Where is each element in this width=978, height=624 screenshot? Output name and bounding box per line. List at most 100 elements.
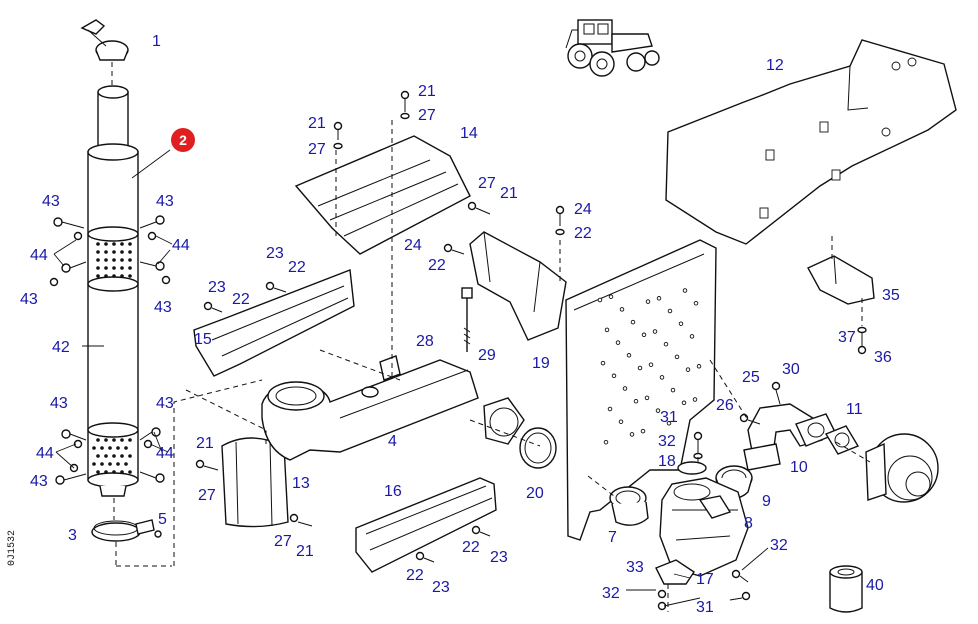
tractor-icon	[565, 19, 660, 77]
bracket-35[interactable]	[807, 255, 875, 305]
label-part-5: 5	[158, 511, 167, 528]
label-part-22: 22	[462, 539, 480, 556]
label-part-20: 20	[526, 485, 544, 502]
heat-shield-12[interactable]	[665, 39, 957, 245]
label-part-40: 40	[866, 577, 884, 594]
label-part-15: 15	[194, 331, 212, 348]
gasket-11[interactable]	[824, 425, 860, 455]
heat-shield-15[interactable]	[193, 269, 355, 377]
heat-shield-16[interactable]	[355, 477, 497, 573]
label-part-23: 23	[266, 245, 284, 262]
label-part-1: 1	[152, 33, 161, 50]
label-part-43: 43	[156, 395, 174, 412]
label-part-29: 29	[478, 347, 496, 364]
label-part-27: 27	[308, 141, 326, 158]
label-part-21: 21	[296, 543, 314, 560]
side-panel[interactable]	[565, 239, 717, 541]
label-part-22: 22	[428, 257, 446, 274]
label-part-19: 19	[532, 355, 550, 372]
label-part-9: 9	[762, 493, 771, 510]
label-part-27: 27	[418, 107, 436, 124]
label-part-22: 22	[232, 291, 250, 308]
label-part-11: 11	[846, 401, 863, 418]
heat-shield-14[interactable]	[294, 135, 471, 255]
label-part-16: 16	[384, 483, 402, 500]
label-part-26: 26	[716, 397, 734, 414]
hose-clamp-3[interactable]	[91, 519, 162, 542]
label-part-3: 3	[68, 527, 77, 544]
label-part-22: 22	[406, 567, 424, 584]
label-part-7: 7	[608, 529, 617, 546]
label-part-27: 27	[274, 533, 292, 550]
exhaust-pipe-4[interactable]	[261, 355, 525, 461]
label-part-32: 32	[658, 433, 676, 450]
label-part-31: 31	[696, 599, 714, 616]
bolt-28-29	[461, 287, 473, 352]
label-part-43: 43	[156, 193, 174, 210]
leader-lines	[53, 149, 769, 607]
label-part-22: 22	[288, 259, 306, 276]
label-part-23: 23	[432, 579, 450, 596]
label-part-43: 43	[50, 395, 68, 412]
perforated-shield	[92, 242, 132, 474]
label-part-44: 44	[36, 445, 54, 462]
callout-labels: 1 3 4 5 7 8 9 10 11 12 13 14 15 16 17 18…	[20, 33, 900, 616]
turbocharger[interactable]	[865, 433, 939, 503]
label-part-35: 35	[882, 287, 900, 304]
label-part-10: 10	[790, 459, 808, 476]
label-part-43: 43	[20, 291, 38, 308]
label-part-44: 44	[156, 445, 174, 462]
label-part-23: 23	[208, 279, 226, 296]
muffler[interactable]	[87, 85, 139, 497]
label-part-21: 21	[500, 185, 518, 202]
label-part-28: 28	[416, 333, 434, 350]
label-part-32: 32	[770, 537, 788, 554]
bracket-19[interactable]	[469, 231, 567, 341]
shield-fasteners	[195, 90, 565, 563]
label-part-30: 30	[782, 361, 800, 378]
label-part-43: 43	[154, 299, 172, 316]
label-part-42: 42	[52, 339, 70, 356]
label-part-43: 43	[42, 193, 60, 210]
label-part-8: 8	[744, 515, 753, 532]
gasket-18[interactable]	[677, 461, 707, 475]
bolt-36-37	[857, 326, 867, 355]
heat-shield-13[interactable]	[221, 437, 289, 528]
oil-filter-40[interactable]	[829, 565, 863, 613]
drawing-code: 0J1532	[7, 530, 18, 566]
label-part-18: 18	[658, 453, 676, 470]
sleeve-7[interactable]	[609, 486, 649, 526]
label-part-13: 13	[292, 475, 310, 492]
label-part-32: 32	[602, 585, 620, 602]
label-part-21: 21	[196, 435, 214, 452]
label-part-36: 36	[874, 349, 892, 366]
label-part-37: 37	[838, 329, 856, 346]
label-part-23: 23	[490, 549, 508, 566]
label-part-24: 24	[574, 201, 592, 218]
panel-holes	[597, 288, 702, 445]
label-part-4: 4	[388, 433, 397, 450]
label-part-17: 17	[696, 571, 714, 588]
label-part-21: 21	[418, 83, 436, 100]
label-part-27: 27	[478, 175, 496, 192]
label-part-24: 24	[404, 237, 422, 254]
label-part-44: 44	[30, 247, 48, 264]
label-part-27: 27	[198, 487, 216, 504]
clamp-20[interactable]	[519, 427, 557, 469]
label-part-44: 44	[172, 237, 190, 254]
label-part-14: 14	[460, 125, 478, 142]
label-part-31: 31	[660, 409, 678, 426]
label-part-43: 43	[30, 473, 48, 490]
label-part-25: 25	[742, 369, 760, 386]
exhaust-cap[interactable]	[80, 19, 129, 61]
exhaust-elbow-10[interactable]	[743, 403, 837, 471]
highlight-badge[interactable]: 2	[171, 128, 195, 152]
label-part-22: 22	[574, 225, 592, 242]
badge-part-number: 2	[179, 132, 187, 148]
label-part-33: 33	[626, 559, 644, 576]
exhaust-manifold-8[interactable]	[659, 477, 749, 577]
label-part-12: 12	[766, 57, 784, 74]
label-part-21: 21	[308, 115, 326, 132]
